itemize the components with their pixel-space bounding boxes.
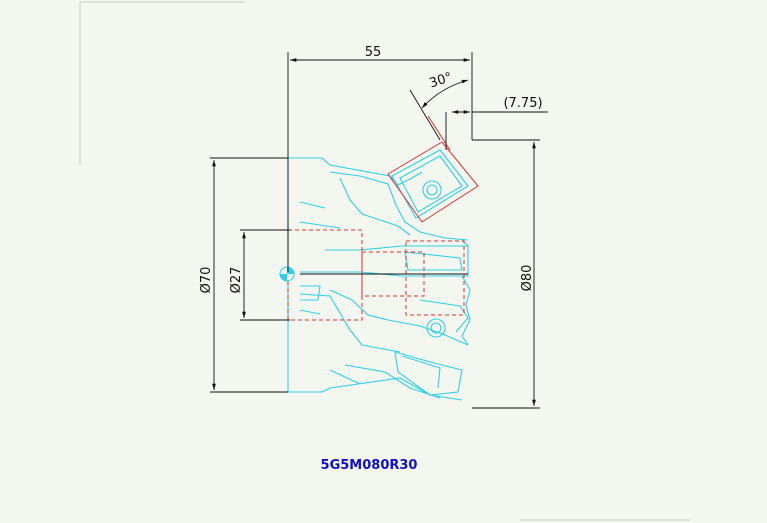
- part-number: 5G5M080R30: [321, 458, 418, 473]
- dim-angle-label: 30°: [428, 70, 455, 91]
- dim-offset-label: (7.75): [503, 96, 542, 111]
- hidden-lines: [287, 115, 479, 321]
- cutter-body-outline: [287, 149, 471, 401]
- axis-center-mark: [279, 266, 468, 282]
- dim-length-label: 55: [365, 45, 382, 60]
- dim-hub-label: Ø70: [199, 267, 214, 294]
- dim-bore-label: Ø27: [229, 267, 244, 294]
- dimension-lines: [210, 52, 548, 409]
- dim-cutting-label: Ø80: [520, 265, 535, 292]
- sheet-border: [79, 1, 690, 521]
